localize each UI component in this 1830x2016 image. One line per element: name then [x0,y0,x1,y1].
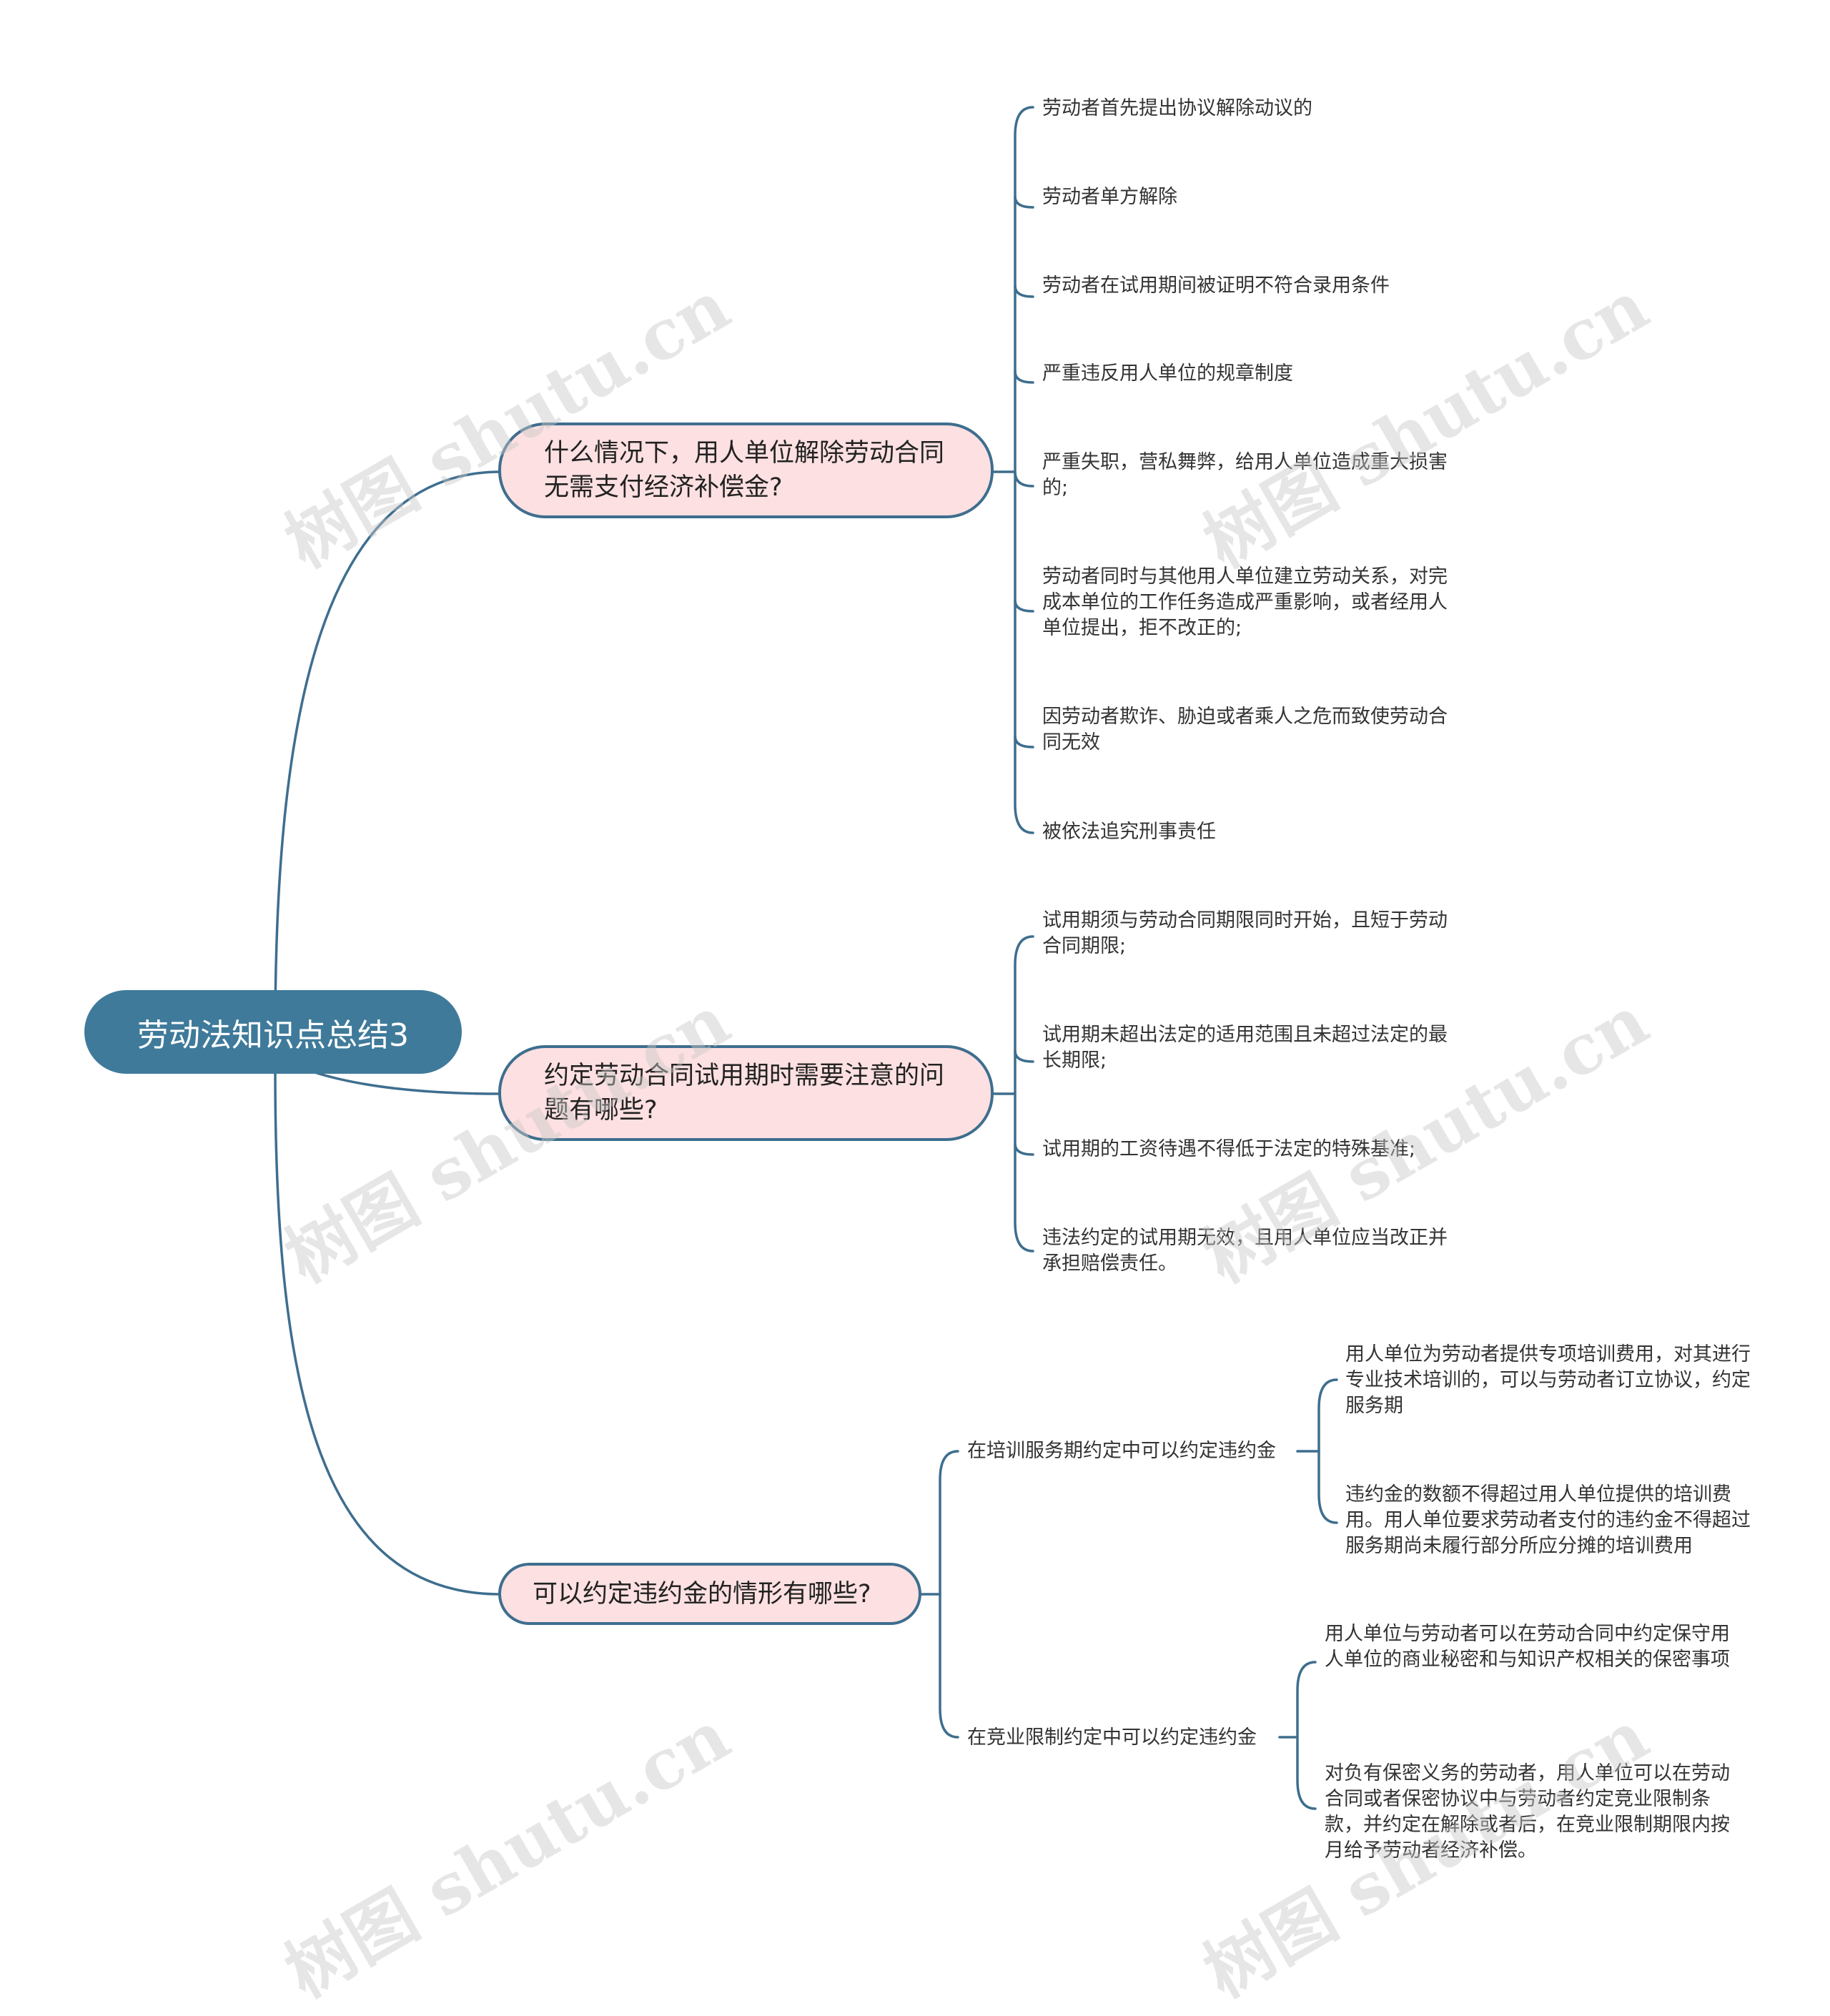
leaf-1-5[interactable]: 严重失职，营私舞弊，给用人单位造成重大损害的; [1042,451,1448,499]
leaf-1-4[interactable]: 严重违反用人单位的规章制度 [1042,362,1293,385]
branch-topic-2[interactable]: 约定劳动合同试用期时需要注意的问题有哪些? [498,1045,994,1141]
leaf-1-1[interactable]: 劳动者首先提出协议解除动议的 [1042,97,1312,119]
sub-topic-3-2[interactable]: 在竞业限制约定中可以约定违约金 [967,1726,1257,1749]
leaf-1-7[interactable]: 因劳动者欺诈、胁迫或者乘人之危而致使劳动合同无效 [1042,706,1448,753]
leaf-2-3[interactable]: 试用期的工资待遇不得低于法定的特殊基准; [1042,1138,1416,1160]
root-topic[interactable]: 劳动法知识点总结3 [84,990,462,1074]
connector-branch-3-subs [939,1450,959,1739]
connector-sub-1-items [1317,1378,1338,1524]
leaf-1-2[interactable]: 劳动者单方解除 [1042,186,1177,208]
connector-sub-2-items [1296,1661,1317,1810]
leaf-3-2-1[interactable]: 用人单位与劳动者可以在劳动合同中约定保守用人单位的商业秘密和与知识产权相关的保密… [1325,1623,1730,1671]
connector-root-branch-3 [274,1071,502,1596]
leaf-3-1-1[interactable]: 用人单位为劳动者提供专项培训费用，对其进行专业技术培训的，可以与劳动者订立协议，… [1345,1343,1751,1417]
branch-topic-3[interactable]: 可以约定违约金的情形有哪些? [498,1563,921,1625]
leaf-3-1-2[interactable]: 违约金的数额不得超过用人单位提供的培训费用。用人单位要求劳动者支付的违约金不得超… [1345,1483,1751,1557]
branch-topic-1[interactable]: 什么情况下，用人单位解除劳动合同无需支付经济补偿金? [498,423,994,518]
leaf-2-2[interactable]: 试用期未超出法定的适用范围且未超过法定的最长期限; [1042,1024,1448,1072]
leaf-3-2-2[interactable]: 对负有保密义务的劳动者，用人单位可以在劳动合同或者保密协议中与劳动者约定竞业限制… [1325,1762,1730,1862]
leaf-1-8[interactable]: 被依法追究刑事责任 [1042,821,1216,843]
sub-topic-3-1[interactable]: 在培训服务期约定中可以约定违约金 [967,1440,1276,1462]
connector-branch-2-leaves [1014,935,1034,1252]
leaf-2-1[interactable]: 试用期须与劳动合同期限同时开始，且短于劳动合同期限; [1042,909,1448,957]
leaf-1-3[interactable]: 劳动者在试用期间被证明不符合录用条件 [1042,275,1390,297]
connector-root-branch-2 [313,1071,502,1095]
connector-root-branch-1 [274,470,502,1034]
leaf-2-4[interactable]: 违法约定的试用期无效，且用人单位应当改正并承担赔偿责任。 [1042,1227,1448,1275]
mind-map-connectors [274,106,1338,1810]
leaf-1-6[interactable]: 劳动者同时与其他用人单位建立劳动关系，对完成本单位的工作任务造成严重影响，或者经… [1042,565,1448,639]
connector-branch-1-leaves [1014,106,1034,834]
